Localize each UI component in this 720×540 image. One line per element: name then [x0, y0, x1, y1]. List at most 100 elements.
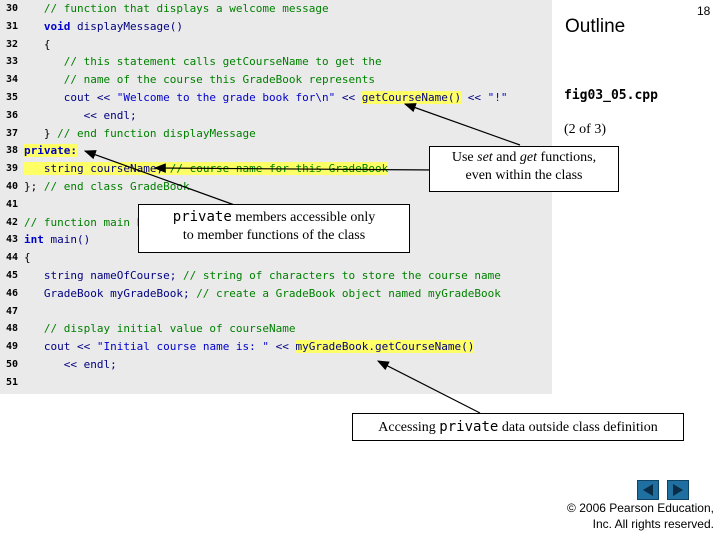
code-text: { — [24, 249, 31, 267]
code-token: // display initial value of courseName — [24, 322, 296, 336]
code-text: // function that displays a welcome mess… — [24, 0, 329, 18]
code-token: // name of the course this GradeBook rep… — [24, 73, 375, 87]
line-number: 38 — [6, 145, 19, 157]
code-token: // string of characters to store the cou… — [182, 269, 501, 282]
callout-get-word: get — [519, 150, 538, 165]
line-number: 48 — [6, 323, 19, 335]
code-text: GradeBook myGradeBook; // create a Grade… — [24, 285, 501, 303]
right-triangle-icon — [673, 484, 683, 496]
callout-set-get-line2: even within the class — [465, 168, 583, 183]
callout-accessing-pre: Accessing — [378, 420, 440, 435]
line-number: 42 — [6, 216, 19, 228]
outline-title: Outline — [565, 16, 626, 37]
code-text: cout << "Initial course name is: " << my… — [24, 338, 475, 356]
callout-set-get: Use set and get functions, even within t… — [429, 146, 619, 192]
line-number: 31 — [6, 20, 19, 32]
callout-private-line2: to member functions of the class — [182, 228, 366, 243]
code-text: string nameOfCourse; // string of charac… — [24, 267, 501, 285]
code-token: cout << — [24, 340, 97, 354]
code-text: void displayMessage() — [24, 18, 183, 36]
arrow-to-coursename — [153, 163, 439, 173]
callout-private-members: private members accessible only to membe… — [138, 204, 410, 253]
code-token: { — [24, 251, 31, 265]
code-token: displayMessage() — [70, 19, 183, 33]
line-number: 30 — [6, 3, 19, 14]
line-number: 41 — [6, 198, 19, 210]
callout-accessing-private: Accessing private data outside class def… — [352, 413, 684, 441]
page-number: 18 — [697, 4, 711, 18]
arrow-to-private — [83, 150, 241, 208]
line-number: 44 — [6, 252, 19, 264]
code-token: string courseName; — [24, 162, 170, 176]
code-listing: 30 // function that displays a welcome m… — [0, 0, 552, 394]
code-text: int main() — [24, 231, 90, 249]
code-text: { — [24, 36, 51, 54]
line-number: 51 — [6, 376, 19, 388]
code-token: } — [24, 126, 58, 140]
line-number: 39 — [6, 163, 19, 175]
callout-set-get-post: functions, — [537, 150, 597, 165]
code-token: GradeBook myGradeBook; — [24, 286, 197, 300]
code-token: << endl; — [24, 108, 137, 122]
line-number: 36 — [6, 109, 19, 121]
next-slide-button[interactable] — [667, 480, 689, 500]
line-number: 47 — [6, 305, 19, 317]
code-text: << endl; — [24, 107, 137, 125]
callout-set-get-pre: Use — [451, 150, 478, 165]
code-token: { — [24, 37, 51, 51]
code-token: << — [461, 91, 488, 104]
code-token: // create a GradeBook object named myGra… — [196, 286, 501, 300]
line-number: 35 — [6, 92, 19, 103]
code-text: // this statement calls getCourseName to… — [24, 53, 382, 71]
code-token: main() — [43, 233, 91, 247]
callout-set-word: set — [477, 150, 493, 165]
code-token: // this statement calls getCourseName to… — [24, 55, 382, 69]
line-number: 49 — [6, 341, 19, 353]
page-count: (2 of 3) — [564, 122, 606, 137]
line-number: 50 — [6, 359, 19, 370]
copyright-line1: © 2006 Pearson Education, — [567, 501, 714, 515]
code-token: }; — [24, 180, 44, 193]
line-number: 43 — [6, 234, 19, 246]
code-token: void — [43, 19, 71, 33]
code-token: "Initial course name is: " — [96, 340, 270, 354]
code-text: private: — [24, 142, 77, 160]
code-token: string nameOfCourse; — [24, 269, 183, 282]
code-token: cout << — [24, 91, 117, 104]
code-text: }; // end class GradeBook — [24, 178, 190, 196]
copyright-line2: Inc. All rights reserved. — [592, 517, 714, 531]
left-triangle-icon — [643, 484, 653, 496]
code-token: << endl; — [24, 358, 117, 371]
code-text: cout << "Welcome to the grade book for\n… — [24, 89, 507, 107]
line-number: 37 — [6, 127, 19, 139]
code-text: // name of the course this GradeBook rep… — [24, 71, 375, 89]
code-token: << — [335, 91, 362, 104]
code-text: << endl; — [24, 356, 117, 374]
code-token: private: — [24, 144, 77, 158]
code-token: myGradeBook.getCourseName() — [295, 340, 475, 354]
figure-filename: fig03_05.cpp — [564, 88, 658, 103]
code-token: "!" — [487, 91, 508, 104]
code-token: "Welcome to the grade book for\n" — [116, 91, 336, 104]
code-token: // end function displayMessage — [57, 126, 256, 140]
line-number: 32 — [6, 38, 19, 50]
arrow-to-mygradebook — [376, 360, 481, 414]
previous-slide-button[interactable] — [637, 480, 659, 500]
line-number: 45 — [6, 270, 19, 281]
callout-accessing-keyword: private — [439, 419, 499, 435]
code-text: // display initial value of courseName — [24, 320, 296, 338]
code-token: << — [269, 340, 296, 354]
code-token: getCourseName() — [361, 91, 462, 104]
line-number: 34 — [6, 74, 19, 86]
callout-accessing-post: data outside class definition — [498, 420, 658, 435]
callout-private-line1: members accessible only — [231, 210, 376, 225]
line-number: 46 — [6, 287, 19, 299]
callout-set-get-mid: and — [492, 150, 520, 165]
callout-private-keyword: private — [172, 209, 232, 225]
code-text: } // end function displayMessage — [24, 125, 256, 143]
line-number: 40 — [6, 181, 19, 192]
arrow-to-getcoursename — [403, 103, 521, 146]
code-token: // function that displays a welcome mess… — [24, 2, 329, 15]
code-token: int — [24, 233, 44, 247]
